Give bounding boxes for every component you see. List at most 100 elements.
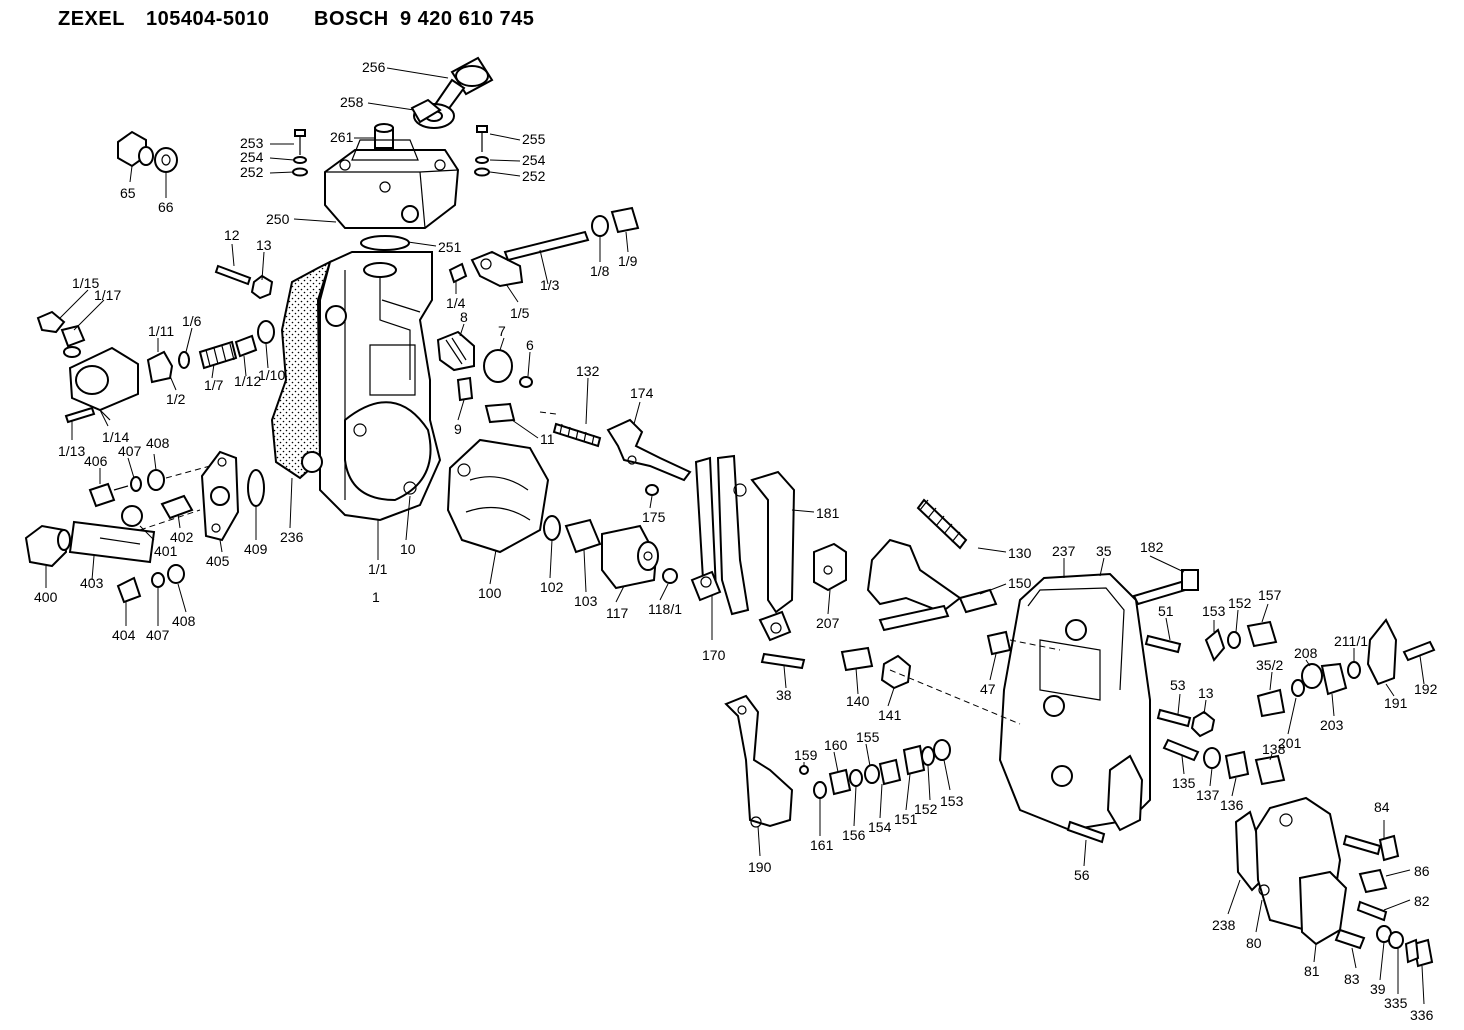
part-84-screw (1342, 834, 1382, 856)
label-132: 132 (576, 363, 600, 379)
label-10: 10 (400, 541, 416, 557)
label-1-9: 1/9 (618, 253, 638, 269)
label-6: 6 (526, 337, 534, 353)
part-38-screw (760, 652, 806, 670)
part-406-screw (88, 482, 116, 508)
label-170: 170 (702, 647, 726, 663)
label-408-bottom: 408 (172, 613, 196, 629)
part-154-spring (878, 758, 902, 786)
part-192-screw (1402, 640, 1436, 662)
part-155-ring (864, 764, 880, 784)
part-161-washer (813, 781, 827, 799)
label-35: 35 (1096, 543, 1112, 559)
label-13: 13 (256, 237, 272, 253)
part-403-plate (68, 520, 156, 564)
part-336-washer (1404, 938, 1420, 964)
label-181: 181 (816, 505, 840, 521)
part-261-valve (374, 123, 394, 149)
label-252-right: 252 (522, 168, 546, 184)
leader-lines (45, 67, 1425, 1005)
part-86-plug (1358, 868, 1388, 894)
label-118-1: 118/1 (648, 601, 682, 617)
part-51-screw (1144, 634, 1182, 654)
part-407b-washer (151, 572, 165, 588)
part-1-3-shaft (503, 230, 590, 262)
label-155: 155 (856, 729, 880, 745)
part-1-housing (270, 251, 442, 522)
part-150-lever (866, 538, 998, 632)
label-1-13: 1/13 (58, 443, 85, 459)
label-1-5: 1/5 (510, 305, 530, 321)
label-409: 409 (244, 541, 268, 557)
label-153-bottom: 153 (940, 793, 964, 809)
label-1-7: 1/7 (204, 377, 224, 393)
part-203-bush (1320, 662, 1348, 696)
label-130: 130 (1008, 545, 1032, 561)
label-160: 160 (824, 737, 848, 753)
label-56: 56 (1074, 867, 1090, 883)
label-100: 100 (478, 585, 502, 601)
part-253-screw-set-left (292, 129, 308, 177)
part-153-clip (1204, 628, 1226, 662)
label-1-4: 1/4 (446, 295, 466, 311)
label-201: 201 (1278, 735, 1302, 751)
label-182: 182 (1140, 539, 1164, 555)
part-shapes (24, 56, 1436, 968)
part-1-4-pin (448, 262, 468, 284)
label-138: 138 (1262, 741, 1286, 757)
part-181-lever (750, 470, 796, 642)
part-402-pin (160, 494, 194, 520)
part-7-disc (483, 349, 513, 383)
label-1-15: 1/15 (72, 275, 99, 291)
part-135-spring (1162, 738, 1200, 762)
label-1-10: 1/10 (258, 367, 285, 383)
header-brand-bosch: BOSCH (314, 8, 389, 30)
label-1-6: 1/6 (182, 313, 202, 329)
part-191-lever (1366, 618, 1398, 686)
label-47: 47 (980, 681, 996, 697)
label-258: 258 (340, 94, 364, 110)
label-1-11: 1/11 (148, 323, 174, 339)
part-250-cover (324, 139, 460, 229)
part-35-2-plug (1256, 688, 1286, 718)
label-335: 335 (1384, 995, 1408, 1011)
label-159: 159 (794, 747, 818, 763)
part-137-washer (1203, 747, 1221, 769)
part-170-bracket (690, 454, 750, 616)
label-8: 8 (460, 309, 468, 325)
part-251-o-ring (360, 235, 410, 251)
part-400-plug (24, 524, 71, 568)
label-400: 400 (34, 589, 58, 605)
part-53-screw (1156, 708, 1192, 728)
header-bosch-part-number: 9 420 610 745 (400, 8, 535, 30)
label-211-1: 211/1 (1334, 633, 1368, 649)
label-82: 82 (1414, 893, 1430, 909)
label-253: 253 (240, 135, 264, 151)
part-335-washer (1388, 931, 1404, 949)
part-13b-nut (1190, 710, 1216, 738)
label-84: 84 (1374, 799, 1390, 815)
part-12-screw (214, 264, 252, 286)
part-153b-washer (933, 739, 951, 761)
part-136-nut (1224, 750, 1250, 780)
part-140-spring (840, 646, 874, 672)
label-174: 174 (630, 385, 654, 401)
part-409-o-ring (247, 469, 265, 507)
label-157: 157 (1258, 587, 1282, 603)
label-65: 65 (120, 185, 136, 201)
label-12: 12 (224, 227, 240, 243)
part-151-nut (902, 744, 926, 776)
label-238: 238 (1212, 917, 1236, 933)
label-7: 7 (498, 323, 506, 339)
label-51: 51 (1158, 603, 1174, 619)
label-13-right: 13 (1198, 685, 1214, 701)
label-1-12: 1/12 (234, 373, 261, 389)
part-1-9-bush (610, 206, 640, 234)
part-66-washer (154, 147, 178, 173)
label-1-14: 1/14 (102, 429, 129, 445)
label-236: 236 (280, 529, 304, 545)
label-83: 83 (1344, 971, 1360, 987)
label-102: 102 (540, 579, 564, 595)
label-207: 207 (816, 615, 840, 631)
part-174-lever (606, 418, 692, 482)
